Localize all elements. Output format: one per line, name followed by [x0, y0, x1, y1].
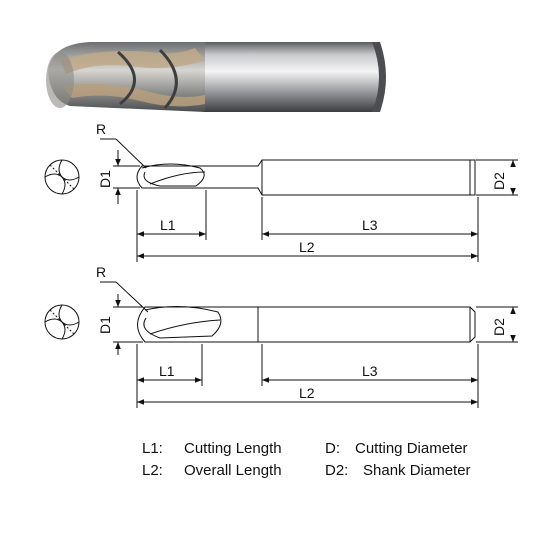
legend-key: D: [325, 440, 340, 457]
shank-end-face [372, 42, 386, 112]
legend-l2: L2: Overall Length [142, 462, 282, 479]
helix-groove [158, 48, 178, 109]
end-mill-photo [46, 42, 386, 112]
l2-label: L2 [299, 385, 315, 401]
end-view-icon [44, 159, 80, 195]
drawing-view-2-labels: R D1 D2 L1 L3 L2 [96, 264, 507, 401]
legend-l1: L1: Cutting Length [142, 440, 282, 457]
l2-label: L2 [299, 239, 315, 255]
legend-text: Cutting Diameter [355, 440, 468, 457]
end-view-icon [44, 304, 80, 340]
radius-label: R [96, 121, 106, 137]
helix-groove [117, 50, 136, 106]
legend-key: L1: [142, 440, 163, 457]
ball-nose-tip [46, 52, 74, 108]
legend-text: Overall Length [184, 462, 282, 479]
l1-label: L1 [159, 363, 175, 379]
legend-d2: D2: Shank Diameter [325, 462, 471, 479]
helix-line [149, 319, 221, 335]
helix-line [149, 171, 206, 185]
legend-key: L2: [142, 462, 163, 479]
flute-edge-upper [60, 48, 205, 74]
drawing-view-2 [44, 281, 518, 408]
d1-label: D1 [97, 316, 113, 334]
tool-outline [137, 306, 476, 343]
legend-text: Shank Diameter [363, 462, 471, 479]
d2-label: D2 [491, 318, 507, 336]
legend-text: Cutting Length [184, 440, 282, 457]
l1-label: L1 [160, 217, 176, 233]
l3-label: L3 [362, 363, 378, 379]
radius-label: R [96, 264, 106, 280]
d1-label: D1 [97, 170, 113, 188]
shank-body [200, 42, 380, 112]
drawing-view-1-labels: R D1 D2 L1 L3 L2 [96, 121, 507, 255]
cutting-flute [143, 305, 222, 339]
legend-d: D: Cutting Diameter [325, 440, 468, 457]
d2-label: D2 [491, 172, 507, 190]
tool-outline [136, 159, 476, 196]
radius-leader [115, 138, 147, 169]
l3-label: L3 [362, 217, 378, 233]
cutting-flute [141, 163, 205, 187]
legend-key: D2: [325, 462, 349, 479]
drawing-view-1 [44, 138, 518, 262]
